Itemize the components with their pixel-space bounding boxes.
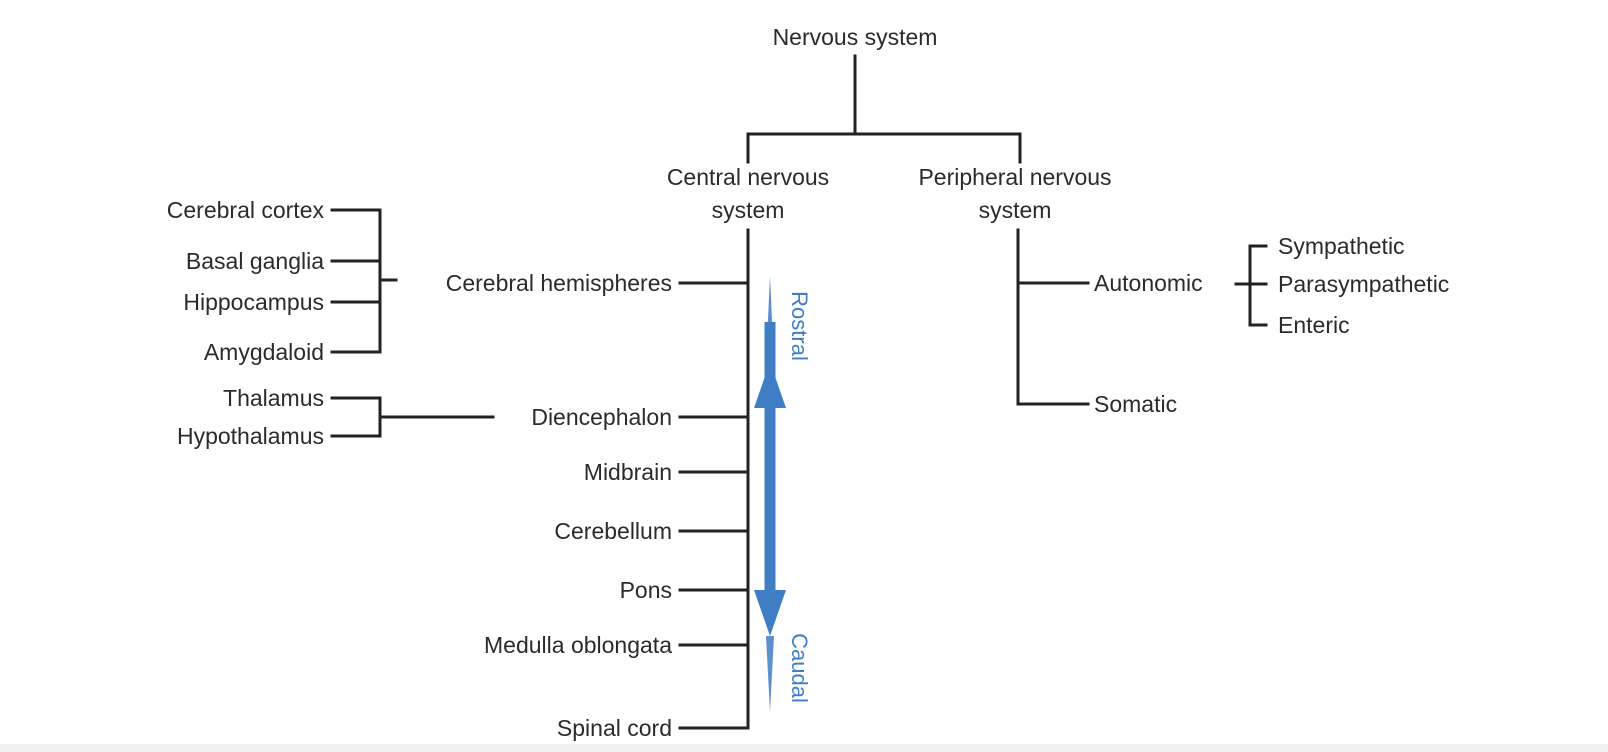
basal-ganglia-label: Basal ganglia xyxy=(186,248,324,274)
caudal-label: Caudal xyxy=(787,633,812,703)
somatic-label: Somatic xyxy=(1094,391,1177,417)
hippocampus-label: Hippocampus xyxy=(183,289,324,315)
axis-arrow-head-down xyxy=(754,590,786,636)
cerebral-cortex-label: Cerebral cortex xyxy=(167,197,325,223)
rostral-caudal-axis: Rostral Caudal xyxy=(754,276,812,712)
axis-arrow-fade-up xyxy=(766,276,774,362)
diencephalon-parts-bracket xyxy=(330,396,382,438)
hypothalamus-label: Hypothalamus xyxy=(177,423,324,449)
pns-trunk xyxy=(1016,228,1090,406)
diencephalon-label: Diencephalon xyxy=(531,404,672,430)
axis-arrow-head-up xyxy=(754,362,786,408)
pons-label: Pons xyxy=(620,577,672,603)
cerebral-parts-bracket xyxy=(330,208,382,354)
root-label: Nervous system xyxy=(773,24,938,50)
caption-strip xyxy=(0,744,1608,752)
cerebral-hemispheres-label: Cerebral hemispheres xyxy=(446,270,672,296)
division-bracket xyxy=(746,132,1022,164)
pns-label-line1: Peripheral nervous xyxy=(918,164,1111,190)
pns-label-line2: system xyxy=(979,197,1052,223)
medulla-oblongata-label: Medulla oblongata xyxy=(484,632,672,658)
parasympathetic-label: Parasympathetic xyxy=(1278,271,1449,297)
autonomic-label: Autonomic xyxy=(1094,270,1203,296)
midbrain-label: Midbrain xyxy=(584,459,672,485)
sympathetic-label: Sympathetic xyxy=(1278,233,1405,259)
cns-label-line2: system xyxy=(712,197,785,223)
cns-label-line1: Central nervous xyxy=(667,164,829,190)
cerebellum-label: Cerebellum xyxy=(554,518,672,544)
cns-trunk xyxy=(678,228,750,730)
spinal-cord-label: Spinal cord xyxy=(557,715,672,741)
thalamus-label: Thalamus xyxy=(223,385,324,411)
rostral-label: Rostral xyxy=(787,291,812,361)
amygdaloid-label: Amygdaloid xyxy=(204,339,324,365)
axis-arrow-fade-down xyxy=(766,636,774,712)
enteric-label: Enteric xyxy=(1278,312,1350,338)
